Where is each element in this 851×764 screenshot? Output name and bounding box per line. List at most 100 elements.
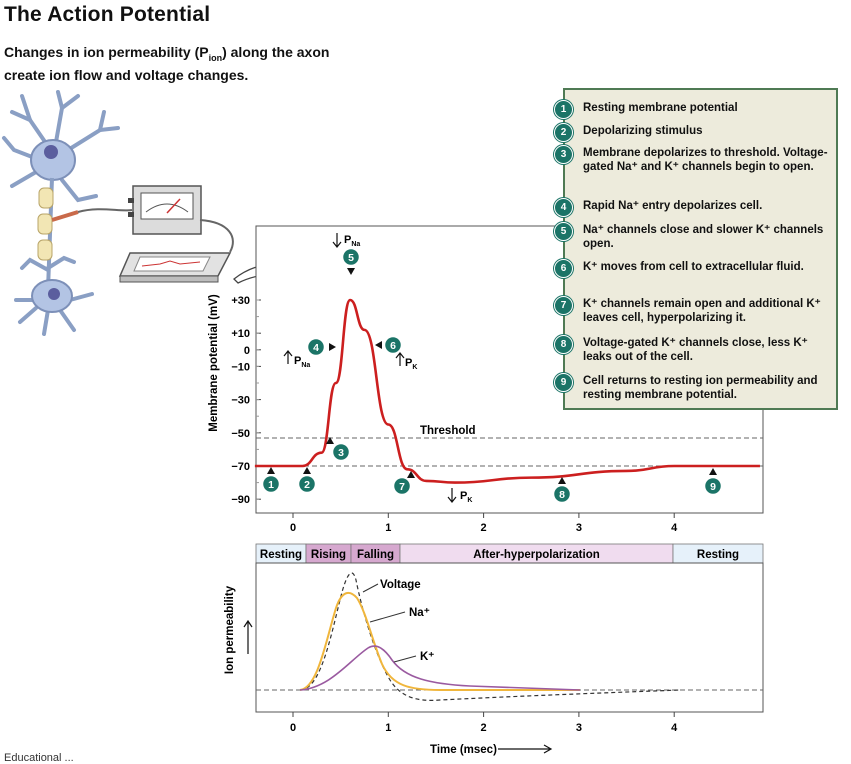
svg-text:PNa: PNa [294, 355, 310, 369]
marker-arrow [326, 437, 334, 444]
y-tick-label: −70 [231, 461, 250, 473]
top-ylabel: Membrane potential (mV) [208, 294, 220, 432]
phase-label: Resting [697, 549, 739, 561]
xlabel: Time (msec) [430, 744, 497, 756]
x-tick-label: 3 [576, 722, 582, 734]
step-badge-number: 3 [338, 447, 344, 459]
phase-label: Resting [260, 549, 302, 561]
legend-text: Depolarizing stimulus [583, 125, 703, 137]
legend-badge: 5 [554, 222, 573, 241]
phase-label: Rising [311, 549, 346, 561]
step-badge-number: 7 [399, 481, 405, 493]
step-badge-number: 2 [304, 479, 310, 491]
k-label: K⁺ [420, 651, 434, 663]
svg-text:PK: PK [405, 357, 417, 371]
x-tick-label: 1 [385, 722, 391, 734]
pna-up-annotation: PNa [283, 350, 310, 369]
x-tick-label: 4 [671, 522, 678, 534]
x-tick-label: 0 [290, 522, 296, 534]
x-tick-label: 2 [481, 522, 487, 534]
legend-badge: 2 [554, 123, 573, 142]
k-permeability-curve [299, 645, 581, 691]
voltmeter-icon [128, 185, 202, 235]
recorder-icon [118, 252, 232, 283]
legend-text: K⁺ moves from cell to extracellular flui… [583, 261, 804, 273]
y-up-arrow [243, 619, 253, 654]
step-badge-number: 6 [390, 340, 396, 352]
legend-badge: 3 [554, 145, 573, 164]
marker-arrow [558, 477, 566, 484]
xlabel-arrow [498, 744, 553, 754]
step-badge-number: 8 [559, 489, 565, 501]
voltage-label: Voltage [380, 579, 421, 591]
y-tick-label: +10 [231, 328, 250, 340]
step-badge-number: 9 [710, 481, 716, 493]
bottom-ylabel: Ion permeability [224, 585, 236, 674]
pk-up-annotation: PK [395, 352, 417, 371]
x-tick-label: 1 [385, 522, 391, 534]
y-tick-label: −90 [231, 494, 250, 506]
bottom-x-ticks: 0 1 2 3 4 [290, 712, 678, 734]
phase-bar: Resting Rising Falling After-hyperpolarizat… [255, 543, 764, 564]
threshold-label: Threshold [420, 425, 476, 437]
marker-arrow [709, 468, 717, 475]
pna-down-annotation: PNa [332, 233, 360, 248]
legend-text: Resting membrane potential [583, 102, 738, 114]
x-tick-label: 2 [481, 722, 487, 734]
page-title: The Action Potential [4, 3, 211, 26]
membrane-potential-curve [254, 298, 760, 484]
y-tick-label: −30 [231, 395, 250, 407]
legend-box: 1 Resting membrane potential 2 Depolarizing… [554, 88, 838, 410]
neuron-illustration [2, 90, 234, 336]
legend-badge: 8 [554, 335, 573, 354]
x-tick-label: 3 [576, 522, 582, 534]
marker-arrow [329, 343, 336, 351]
legend-badge: 7 [554, 296, 573, 315]
marker-arrow [267, 467, 275, 474]
step-badge-number: 5 [348, 252, 354, 264]
legend-badge: 4 [554, 198, 573, 217]
y-tick-label: −10 [231, 361, 250, 373]
step-badge-number: 1 [268, 479, 274, 491]
phase-label: Falling [357, 549, 394, 561]
x-tick-label: 0 [290, 722, 296, 734]
legend-text: Rapid Na⁺ entry depolarizes cell. [583, 200, 763, 212]
step-badge [261, 474, 281, 494]
top-y-ticks: +30 +10 0 −10 −30 −50 −70 −90 [231, 295, 261, 506]
step-badge [552, 484, 572, 504]
marker-arrow [303, 467, 311, 474]
step-badge [383, 335, 403, 355]
page-subtitle: Changes in ion permeability (Pion) along… [4, 44, 330, 83]
legend-badge: 6 [554, 259, 573, 278]
legend-badge: 1 [554, 100, 573, 119]
step-markers: 1 2 3 4 5 6 7 8 9 [261, 247, 723, 504]
ion-permeability-graph: Resting Rising Falling After-hyperpolarizat… [224, 543, 764, 756]
marker-arrow [375, 341, 382, 349]
marker-arrow [407, 471, 415, 478]
legend-text: Cell returns to resting ion permeability… [583, 375, 818, 401]
na-label: Na⁺ [409, 607, 430, 619]
step-badge [703, 476, 723, 496]
x-tick-label: 4 [671, 722, 678, 734]
legend-text: Membrane depolarizes to threshold. Volta… [583, 147, 828, 173]
y-tick-label: +30 [231, 295, 250, 307]
svg-text:PNa: PNa [344, 234, 360, 248]
legend-text: Na⁺ channels close and slower K⁺ channel… [583, 224, 824, 250]
legend-text: K⁺ channels remain open and additional K… [583, 298, 821, 324]
step-badge [392, 476, 412, 496]
step-badge [341, 247, 361, 267]
na-permeability-curve [299, 591, 580, 691]
step-badge [297, 474, 317, 494]
footnote: Educational ... [4, 752, 74, 764]
y-tick-label: 0 [244, 345, 250, 357]
pk-down-annotation: PK [447, 488, 472, 504]
phase-label: After-hyperpolarization [473, 549, 600, 561]
y-tick-label: −50 [231, 428, 250, 440]
step-badge [306, 337, 326, 357]
step-badge-number: 4 [313, 342, 319, 354]
legend-text: Voltage-gated K⁺ channels close, less K⁺… [583, 337, 808, 363]
marker-arrow [347, 268, 355, 275]
legend-badge: 9 [554, 373, 573, 392]
top-x-ticks: 0 1 2 3 4 [290, 513, 678, 534]
step-badge [331, 442, 351, 462]
